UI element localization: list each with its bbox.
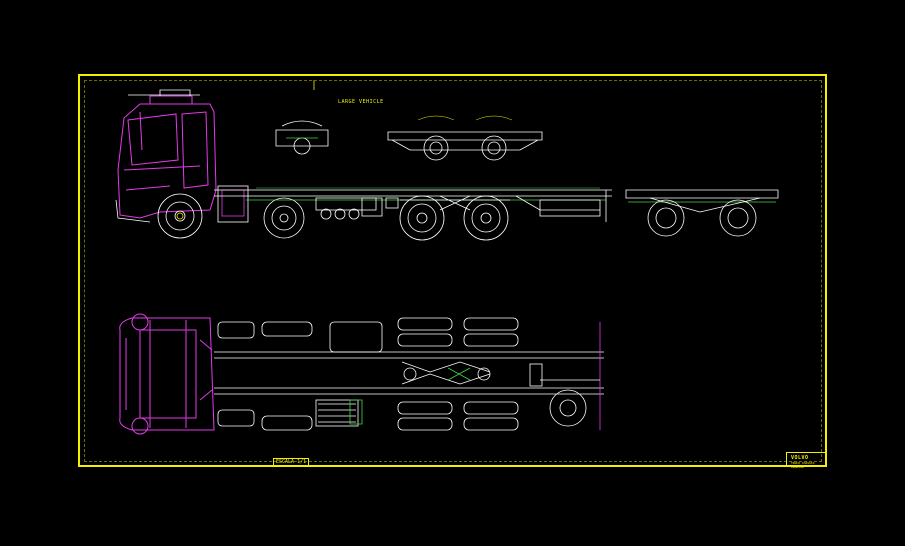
front-axle-view <box>275 120 329 155</box>
title-block-subtitle: TRUCK CHASSIS DRAWING <box>791 461 815 469</box>
drawing-title-label: LARGE VEHICLE <box>338 99 384 105</box>
scale-label: ESCALA 1/1 <box>273 458 310 467</box>
rear-chassis-view <box>625 189 779 237</box>
tandem-detail-view <box>387 115 543 161</box>
chassis-plan-view <box>119 313 604 435</box>
drawing-inner-border <box>84 80 822 462</box>
truck-side-view <box>115 89 612 241</box>
title-block: VOLVO TRUCK CHASSIS DRAWING <box>786 452 826 469</box>
title-block-brand: VOLVO <box>791 455 809 461</box>
drawing-border <box>78 74 827 467</box>
